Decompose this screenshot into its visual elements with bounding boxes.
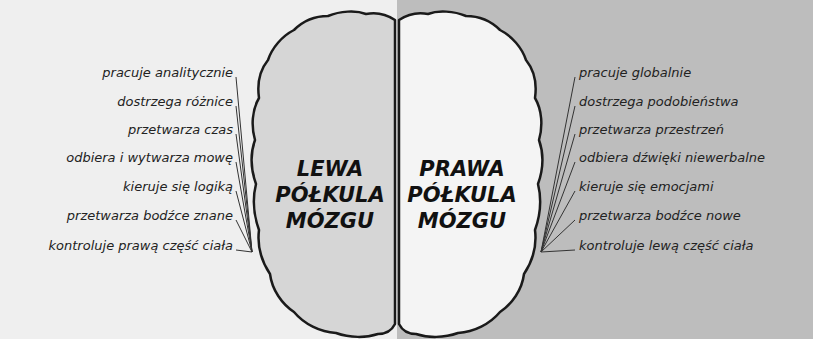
- hemisphere-shape: [252, 12, 395, 337]
- leader-line: [541, 106, 575, 252]
- left-panel: [0, 0, 397, 339]
- leader-line: [541, 162, 575, 252]
- brain-hemisphere: PRAWA PÓŁKULA MÓZGU: [396, 10, 546, 339]
- leader-line: [236, 162, 252, 252]
- hemisphere-name: PRAWA PÓŁKULA MÓZGU: [407, 156, 516, 235]
- hemisphere-label-block: PRAWA PÓŁKULA MÓZGU: [407, 156, 516, 235]
- function-label: dostrzega podobieństwa: [579, 94, 739, 110]
- hemisphere-name: LEWA PÓŁKULA MÓZGU: [275, 156, 384, 235]
- brain-hemisphere: LEWA PÓŁKULA MÓZGU: [248, 10, 398, 339]
- function-label: kieruje się logiką: [123, 179, 233, 195]
- function-label: pracuje analitycznie: [102, 65, 233, 81]
- leader-line: [236, 106, 252, 252]
- leader-line: [541, 77, 575, 252]
- leader-line: [541, 250, 575, 252]
- function-label: odbiera dźwięki niewerbalne: [579, 150, 765, 166]
- leader-line: [236, 250, 252, 252]
- function-label: kontroluje lewą część ciała: [579, 238, 754, 254]
- function-label: przetwarza bodźce nowe: [579, 208, 741, 224]
- leader-line: [236, 220, 252, 252]
- function-label: kieruje się emocjami: [579, 179, 714, 195]
- function-label: odbiera i wytwarza mowę: [66, 150, 233, 166]
- right-panel: [397, 0, 813, 339]
- hemisphere-shape: [399, 12, 542, 337]
- leader-line: [541, 134, 575, 252]
- hemisphere-label-block: LEWA PÓŁKULA MÓZGU: [275, 156, 384, 235]
- function-label: przetwarza przestrzeń: [579, 122, 724, 138]
- leader-line: [236, 134, 252, 252]
- function-label: dostrzega różnice: [117, 94, 233, 110]
- leader-line: [236, 77, 252, 252]
- function-label: przetwarza czas: [128, 122, 233, 138]
- leader-line: [541, 220, 575, 252]
- function-label: przetwarza bodźce znane: [67, 208, 233, 224]
- function-label: pracuje globalnie: [579, 65, 691, 81]
- function-label: kontroluje prawą część ciała: [49, 238, 233, 254]
- leader-line: [541, 191, 575, 252]
- leader-line: [236, 191, 252, 252]
